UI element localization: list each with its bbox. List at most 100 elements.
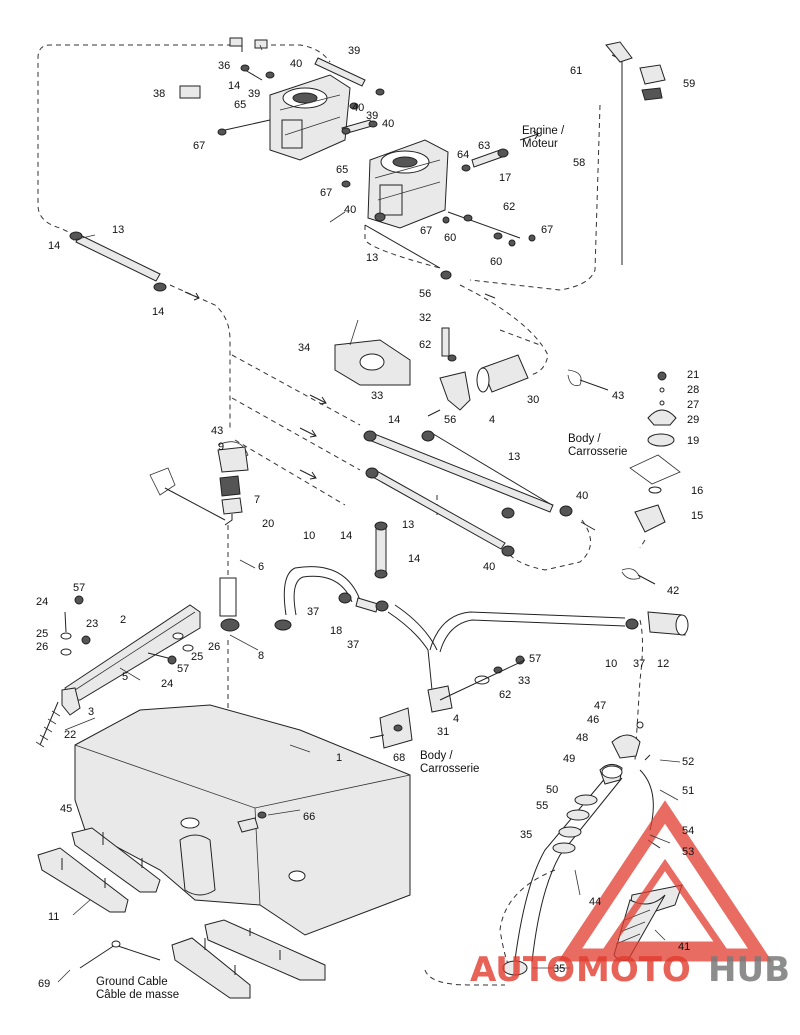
callout: 14 — [48, 240, 61, 252]
callout: 37 — [633, 658, 646, 670]
callout: 32 — [419, 312, 432, 324]
grommet-8 — [220, 618, 240, 632]
callout: 20 — [262, 518, 275, 530]
callout: 13 — [112, 224, 125, 236]
moteur-label: Moteur — [522, 138, 558, 150]
callout: 13 — [366, 252, 379, 264]
clamp-50 — [574, 794, 598, 806]
fitting-9 — [217, 446, 249, 473]
hose-63 — [471, 149, 503, 168]
clamp-4-lower — [427, 685, 453, 713]
callout: 24 — [36, 596, 49, 608]
callout: 40 — [290, 58, 303, 70]
ground-cable-label: Ground Cable — [96, 976, 168, 988]
callout: 13 — [402, 519, 415, 531]
hose-13-a — [368, 432, 554, 513]
callout: 36 — [218, 60, 231, 72]
callout: 57 — [177, 663, 190, 675]
callout: 57 — [73, 582, 86, 594]
vent-valve-15 — [634, 504, 666, 533]
clip-42 — [621, 568, 641, 580]
hose-10-right — [429, 611, 626, 651]
callout: 27 — [687, 399, 700, 411]
strip-11-a — [37, 847, 129, 913]
part-7 — [219, 475, 241, 497]
callout: 14 — [340, 530, 353, 542]
callout: 18 — [330, 625, 343, 637]
callout: 14 — [388, 414, 401, 426]
fitting-38 — [179, 85, 201, 99]
callout: 7 — [254, 494, 261, 506]
callout: 62 — [503, 201, 516, 213]
strip-11-c — [171, 937, 251, 999]
callout: 63 — [478, 140, 491, 152]
callout: 65 — [336, 164, 349, 176]
callout: 49 — [563, 753, 576, 765]
leader-lines — [57, 44, 681, 983]
clamp-55 — [566, 809, 590, 821]
watermark-logo — [557, 800, 773, 962]
callout: 50 — [546, 784, 559, 796]
callout: 40 — [352, 102, 365, 114]
callout: 29 — [687, 414, 700, 426]
callout: 19 — [687, 435, 700, 447]
hose-13-top — [75, 234, 161, 282]
callout: 33 — [371, 390, 384, 402]
callout: 3 — [88, 706, 95, 718]
callout: 28 — [687, 384, 700, 396]
callout: 53 — [682, 846, 695, 858]
callout: 58 — [573, 157, 586, 169]
body-label-lower: Body / — [420, 750, 453, 762]
callout: 14 — [152, 306, 165, 318]
carrosserie-label-upper: Carrosserie — [568, 446, 628, 458]
callout: 10 — [303, 530, 316, 542]
callout: 65 — [234, 99, 247, 111]
callout: 31 — [437, 726, 450, 738]
hose-10-left — [283, 566, 361, 616]
callout: 6 — [258, 561, 265, 573]
callout: 62 — [419, 339, 432, 351]
callout: 57 — [529, 653, 542, 665]
strap-22 — [39, 701, 59, 746]
callout: 11 — [48, 911, 60, 923]
callout: 59 — [683, 78, 696, 90]
callout: 56 — [419, 288, 432, 300]
callout: 22 — [64, 729, 77, 741]
callout: 40 — [576, 490, 589, 502]
callout: 48 — [576, 732, 589, 744]
callout: 55 — [536, 800, 549, 812]
callout: 2 — [120, 614, 127, 626]
choke-cable — [611, 54, 623, 265]
callout: 26 — [208, 641, 221, 653]
callout: 43 — [612, 390, 625, 402]
callout: 67 — [420, 225, 433, 237]
callout: 17 — [499, 172, 512, 184]
callout: 44 — [589, 896, 602, 908]
bolt-32 — [441, 327, 450, 357]
valve-29 — [647, 409, 677, 426]
filler-hose-44 — [514, 769, 613, 961]
callout: 69 — [38, 978, 51, 990]
callout: 16 — [691, 485, 704, 497]
callout: 5 — [122, 671, 129, 683]
clip-43 — [567, 369, 582, 386]
callout: 35 — [520, 829, 533, 841]
ground-cable — [79, 944, 161, 969]
cap-46 — [611, 734, 641, 759]
callout: 64 — [457, 149, 470, 161]
clamp-35-bottom — [502, 960, 528, 976]
callout: 39 — [366, 110, 379, 122]
watermark-text-moto: MOTO — [576, 950, 691, 990]
grommet-19 — [647, 433, 675, 447]
callout: 60 — [444, 232, 457, 244]
connector-12 — [647, 611, 686, 636]
callout: 47 — [594, 700, 607, 712]
callout: 38 — [153, 88, 166, 100]
tee-18 — [355, 597, 379, 613]
callout: 24 — [161, 678, 174, 690]
callout: 25 — [191, 651, 204, 663]
carrosserie-label-lower: Carrosserie — [420, 763, 480, 775]
callout: 26 — [36, 641, 49, 653]
callout: 67 — [320, 187, 333, 199]
